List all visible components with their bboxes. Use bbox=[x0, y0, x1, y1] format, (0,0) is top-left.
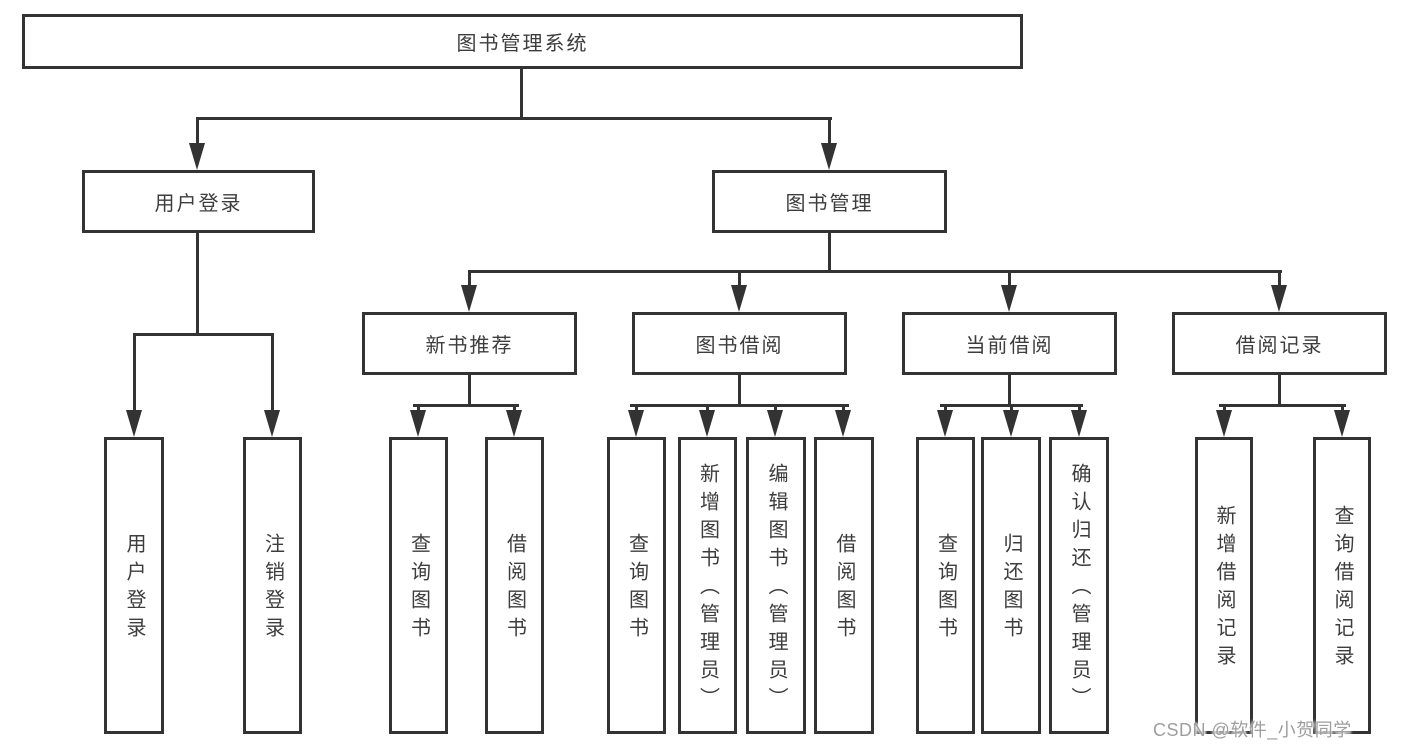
node-root-label: 图书管理系统 bbox=[456, 33, 589, 55]
connector-line bbox=[738, 270, 741, 290]
leaf-record-query: 查询借阅记录 bbox=[1313, 437, 1371, 734]
connector-line bbox=[468, 270, 471, 290]
connector-line bbox=[1008, 375, 1011, 407]
csdn-watermark: CSDN @软件_小贺同学 bbox=[1153, 720, 1352, 740]
connector-line bbox=[842, 404, 845, 414]
connector-line bbox=[1341, 404, 1344, 414]
arrowhead-icon bbox=[410, 410, 426, 437]
arrowhead-icon bbox=[1001, 285, 1017, 312]
connector-line bbox=[630, 404, 849, 407]
connector-line bbox=[196, 117, 199, 149]
connector-line bbox=[1008, 270, 1011, 290]
connector-line bbox=[468, 375, 471, 407]
leaf-record-add-label: 新增借阅记录 bbox=[1213, 504, 1235, 673]
leaf-record-query-label: 查询借阅记录 bbox=[1331, 504, 1353, 673]
connector-line bbox=[706, 404, 709, 414]
arrowhead-icon bbox=[1216, 410, 1232, 437]
arrowhead-icon bbox=[699, 410, 715, 437]
leaf-user-login-label: 用户登录 bbox=[123, 532, 145, 645]
leaf-record-add: 新增借阅记录 bbox=[1195, 437, 1253, 734]
leaf-current-query: 查询图书 bbox=[916, 437, 975, 734]
connector-line bbox=[413, 404, 519, 407]
arrowhead-icon bbox=[506, 410, 522, 437]
arrowhead-icon bbox=[126, 410, 142, 437]
connector-line bbox=[133, 333, 274, 336]
leaf-borrow-edit-admin: 编辑图书（管理员） bbox=[746, 437, 806, 734]
connector-line bbox=[1223, 404, 1226, 414]
connector-line bbox=[468, 270, 1282, 273]
connector-line bbox=[635, 404, 638, 414]
leaf-borrow-borrow: 借阅图书 bbox=[814, 437, 874, 734]
node-current-borrow-label: 当前借阅 bbox=[965, 335, 1054, 357]
leaf-newbook-query: 查询图书 bbox=[389, 437, 448, 734]
leaf-current-confirm-admin-label: 确认归还（管理员） bbox=[1068, 462, 1090, 715]
arrowhead-icon bbox=[264, 410, 280, 437]
leaf-borrow-query: 查询图书 bbox=[607, 437, 666, 734]
node-book-borrow-label: 图书借阅 bbox=[695, 335, 784, 357]
connector-line bbox=[1010, 404, 1013, 414]
node-book-borrow: 图书借阅 bbox=[632, 312, 847, 375]
arrowhead-icon bbox=[731, 285, 747, 312]
leaf-current-query-label: 查询图书 bbox=[934, 532, 957, 645]
arrowhead-icon bbox=[835, 410, 851, 437]
leaf-borrow-query-label: 查询图书 bbox=[625, 532, 648, 645]
connector-line bbox=[271, 333, 274, 413]
node-book-management: 图书管理 bbox=[712, 170, 947, 233]
node-borrow-record-label: 借阅记录 bbox=[1235, 335, 1324, 357]
connector-line bbox=[828, 233, 831, 273]
leaf-current-confirm-admin: 确认归还（管理员） bbox=[1049, 437, 1109, 734]
node-book-management-label: 图书管理 bbox=[785, 193, 874, 215]
leaf-logout-label: 注销登录 bbox=[261, 532, 284, 645]
arrowhead-icon bbox=[628, 410, 644, 437]
arrowhead-icon bbox=[821, 143, 837, 170]
connector-line bbox=[196, 233, 199, 336]
node-new-book-recommend: 新书推荐 bbox=[362, 312, 577, 375]
arrowhead-icon bbox=[189, 143, 205, 170]
arrowhead-icon bbox=[767, 410, 783, 437]
arrowhead-icon bbox=[1003, 410, 1019, 437]
connector-line bbox=[196, 117, 832, 120]
connector-line bbox=[1278, 375, 1281, 407]
leaf-user-login: 用户登录 bbox=[104, 437, 164, 734]
connector-line bbox=[738, 375, 741, 407]
connector-line bbox=[1078, 404, 1081, 414]
connector-line bbox=[828, 117, 831, 149]
arrowhead-icon bbox=[1071, 410, 1087, 437]
node-current-borrow: 当前借阅 bbox=[902, 312, 1117, 375]
leaf-newbook-borrow-label: 借阅图书 bbox=[503, 532, 526, 645]
leaf-current-return: 归还图书 bbox=[981, 437, 1041, 734]
arrowhead-icon bbox=[461, 285, 477, 312]
connector-line bbox=[417, 404, 420, 414]
node-user-login: 用户登录 bbox=[82, 170, 315, 233]
connector-line bbox=[133, 333, 136, 413]
leaf-borrow-edit-admin-label: 编辑图书（管理员） bbox=[765, 462, 787, 715]
connector-line bbox=[944, 404, 947, 414]
arrowhead-icon bbox=[1334, 410, 1350, 437]
leaf-borrow-add-admin-label: 新增图书（管理员） bbox=[696, 462, 719, 715]
leaf-newbook-query-label: 查询图书 bbox=[407, 532, 430, 645]
node-root: 图书管理系统 bbox=[22, 14, 1023, 69]
leaf-newbook-borrow: 借阅图书 bbox=[485, 437, 544, 734]
connector-line bbox=[513, 404, 516, 414]
arrowhead-icon bbox=[1271, 285, 1287, 312]
leaf-borrow-add-admin: 新增图书（管理员） bbox=[678, 437, 737, 734]
leaf-logout: 注销登录 bbox=[243, 437, 302, 734]
node-user-login-label: 用户登录 bbox=[154, 193, 243, 215]
connector-line bbox=[1219, 404, 1346, 407]
connector-line bbox=[1278, 270, 1281, 290]
node-borrow-record: 借阅记录 bbox=[1172, 312, 1387, 375]
leaf-current-return-label: 归还图书 bbox=[1000, 532, 1022, 645]
connector-line bbox=[520, 68, 523, 118]
arrowhead-icon bbox=[937, 410, 953, 437]
leaf-borrow-borrow-label: 借阅图书 bbox=[833, 532, 855, 645]
connector-line bbox=[774, 404, 777, 414]
node-new-book-recommend-label: 新书推荐 bbox=[425, 335, 514, 357]
